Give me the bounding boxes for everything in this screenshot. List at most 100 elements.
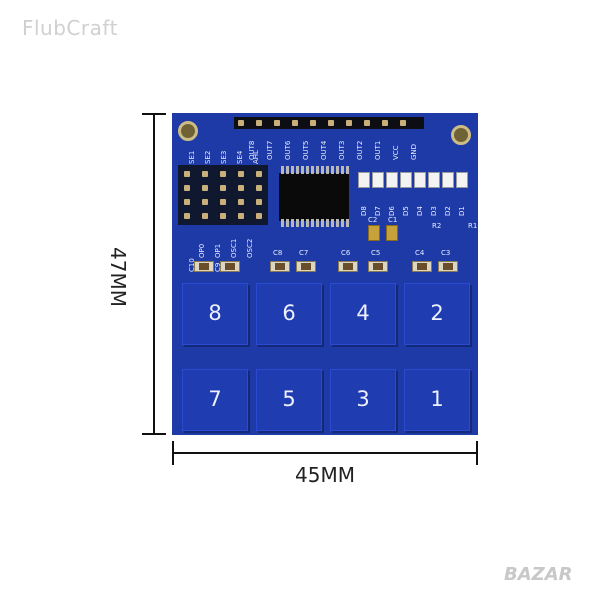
- touch-pad-number: 8: [208, 301, 222, 325]
- touch-pad-number: 3: [356, 387, 370, 411]
- jumper-pin: [184, 213, 190, 219]
- header-label-vcc: VCC: [392, 145, 400, 160]
- chip-pin: [301, 166, 304, 174]
- width-dimension-label: 45MM: [295, 463, 355, 487]
- chip-pin: [331, 166, 334, 174]
- led-label-d8: D8: [360, 206, 368, 216]
- chip-pin: [336, 219, 339, 227]
- touch-pad-number: 6: [282, 301, 296, 325]
- jumper-pin: [220, 213, 226, 219]
- header-pin: [346, 120, 352, 126]
- osc-label-op0: OP0: [198, 243, 206, 258]
- touch-pad-8: 8: [182, 283, 248, 345]
- chip-pin: [296, 219, 299, 227]
- jumper-label-se3: SE3: [220, 150, 228, 164]
- jumper-label-ahl: AHL: [252, 150, 260, 164]
- touch-pad-number: 5: [282, 387, 296, 411]
- chip-pin: [286, 166, 289, 174]
- jumper-pin: [256, 213, 262, 219]
- led-label-d4: D4: [416, 206, 424, 216]
- header-pin: [256, 120, 262, 126]
- controller-chip: [279, 173, 349, 221]
- capacitor-c3: [438, 261, 458, 272]
- chip-pin: [291, 219, 294, 227]
- header-label-out5: OUT5: [302, 140, 310, 160]
- jumper-pin: [238, 185, 244, 191]
- capacitor-c2: [368, 225, 380, 241]
- capacitor-label-c10: C10: [188, 258, 196, 272]
- label-c2: C2: [368, 216, 378, 224]
- chip-pin: [311, 166, 314, 174]
- jumper-pin: [220, 185, 226, 191]
- chip-pin: [341, 166, 344, 174]
- chip-pin: [296, 166, 299, 174]
- osc-label-osc1: OSC1: [230, 238, 238, 258]
- osc-label-osc2: OSC2: [246, 238, 254, 258]
- label-r1: R1: [468, 222, 478, 230]
- jumper-pin: [238, 213, 244, 219]
- touch-pad-5: 5: [256, 369, 322, 431]
- led-label-d3: D3: [430, 206, 438, 216]
- led-label-d1: D1: [458, 206, 466, 216]
- jumper-pin: [202, 199, 208, 205]
- header-label-out2: OUT2: [356, 140, 364, 160]
- header-pin: [400, 120, 406, 126]
- capacitor-label-c6: C6: [341, 249, 351, 257]
- touch-pad-number: 7: [208, 387, 222, 411]
- capacitor-c1: [386, 225, 398, 241]
- brand-logo-text: BAZAR: [504, 564, 573, 585]
- touch-pad-number: 2: [430, 301, 444, 325]
- led: [428, 172, 440, 188]
- capacitor-label-c3: C3: [441, 249, 451, 257]
- jumper-pin: [202, 185, 208, 191]
- capacitor-c4: [412, 261, 432, 272]
- chip-pin: [326, 166, 329, 174]
- chip-pin: [311, 219, 314, 227]
- brand-logo: BAZAR: [504, 564, 573, 585]
- touch-pad-4: 4: [330, 283, 396, 345]
- chip-pin: [301, 219, 304, 227]
- jumper-pin: [184, 199, 190, 205]
- chip-pin: [331, 219, 334, 227]
- led-label-d5: D5: [402, 206, 410, 216]
- capacitor-label-c9: C9: [214, 262, 222, 272]
- watermark: FlubCraft: [22, 16, 118, 40]
- jumper-label-se2: SE2: [204, 150, 212, 164]
- capacitor-c7: [296, 261, 316, 272]
- touch-pad-7: 7: [182, 369, 248, 431]
- led: [456, 172, 468, 188]
- chip-pin: [321, 219, 324, 227]
- height-dimension-line: [153, 113, 155, 435]
- label-c1: C1: [388, 216, 398, 224]
- jumper-pin: [238, 199, 244, 205]
- chip-pin: [306, 219, 309, 227]
- capacitor-label-c5: C5: [371, 249, 381, 257]
- jumper-pin: [256, 199, 262, 205]
- chip-pin: [316, 219, 319, 227]
- jumper-pin: [184, 185, 190, 191]
- led: [372, 172, 384, 188]
- jumper-label-se1: SE1: [188, 150, 196, 164]
- header-label-out1: OUT1: [374, 140, 382, 160]
- chip-pin: [281, 219, 284, 227]
- jumper-pin: [256, 171, 262, 177]
- capacitor-c9: [220, 261, 240, 272]
- chip-pin: [291, 166, 294, 174]
- capacitor-c8: [270, 261, 290, 272]
- header-pin: [274, 120, 280, 126]
- chip-pin: [286, 219, 289, 227]
- capacitor-c6: [338, 261, 358, 272]
- capacitor-label-c8: C8: [273, 249, 283, 257]
- header-label-out4: OUT4: [320, 140, 328, 160]
- led: [400, 172, 412, 188]
- width-dimension-cap-left: [172, 441, 174, 465]
- jumper-pin: [202, 171, 208, 177]
- chip-pin: [346, 166, 349, 174]
- led-label-d2: D2: [444, 206, 452, 216]
- chip-pin: [321, 166, 324, 174]
- jumper-pin: [220, 199, 226, 205]
- jumper-pin: [220, 171, 226, 177]
- header-label-out6: OUT6: [284, 140, 292, 160]
- mounting-hole-left: [178, 121, 198, 141]
- jumper-pin: [256, 185, 262, 191]
